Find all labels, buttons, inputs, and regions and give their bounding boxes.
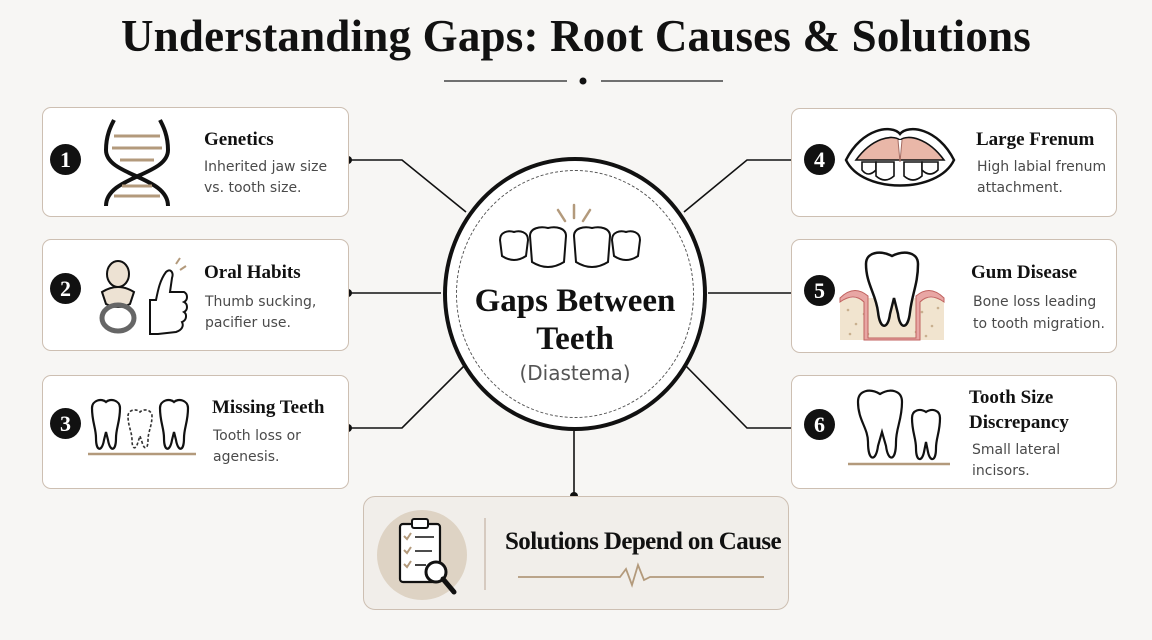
teeth-gap-icon bbox=[498, 203, 642, 268]
cause-card-missing-teeth bbox=[42, 375, 349, 489]
frenum-mouth-icon bbox=[844, 127, 956, 187]
title-divider bbox=[444, 77, 723, 85]
cause-title-gum-disease: Gum Disease bbox=[971, 262, 1078, 283]
heartbeat-line-icon bbox=[518, 562, 764, 588]
cause-title-tooth-size-2: Discrepancy bbox=[969, 412, 1069, 433]
center-title-line-1: Gaps Between bbox=[474, 283, 676, 319]
missing-tooth-icon bbox=[88, 398, 196, 456]
page-title: Understanding Gaps: Root Causes & Soluti… bbox=[120, 11, 1032, 61]
cause-desc-missing-teeth-2: agenesis. bbox=[213, 449, 280, 465]
dna-icon bbox=[103, 119, 171, 207]
cause-number-1: 1 bbox=[50, 144, 81, 175]
cause-desc-gum-disease-2: to tooth migration. bbox=[973, 316, 1105, 332]
cause-number-6: 6 bbox=[804, 409, 835, 440]
pacifier-thumb-icon bbox=[99, 257, 188, 335]
solutions-label: Solutions Depend on Cause bbox=[505, 528, 782, 555]
cause-desc-large-frenum-2: attachment. bbox=[977, 180, 1063, 196]
cause-title-large-frenum: Large Frenum bbox=[976, 129, 1095, 150]
cause-title-genetics: Genetics bbox=[204, 129, 274, 150]
center-subtitle: (Diastema) bbox=[519, 361, 631, 385]
cause-title-missing-teeth: Missing Teeth bbox=[212, 397, 325, 418]
gum-disease-tooth-icon bbox=[839, 251, 945, 341]
cause-number-3: 3 bbox=[50, 408, 81, 439]
cause-desc-oral-habits-2: pacifier use. bbox=[205, 315, 291, 331]
cause-number-4: 4 bbox=[804, 144, 835, 175]
center-title-line-2: Teeth bbox=[536, 321, 614, 357]
cause-number-2: 2 bbox=[50, 273, 81, 304]
cause-desc-genetics-1: Inherited jaw size bbox=[204, 159, 328, 175]
solutions-separator bbox=[484, 518, 486, 590]
cause-desc-gum-disease-1: Bone loss leading bbox=[973, 294, 1097, 310]
cause-desc-large-frenum-1: High labial frenum bbox=[977, 159, 1107, 175]
cause-card-oral-habits bbox=[42, 239, 349, 351]
cause-title-oral-habits: Oral Habits bbox=[204, 262, 301, 283]
cause-desc-oral-habits-1: Thumb sucking, bbox=[205, 294, 317, 310]
cause-card-tooth-size bbox=[791, 375, 1117, 489]
cause-title-tooth-size-1: Tooth Size bbox=[969, 387, 1054, 408]
clipboard-magnifier-icon bbox=[377, 510, 467, 600]
center-inner-ring bbox=[456, 170, 694, 418]
cause-desc-genetics-2: vs. tooth size. bbox=[204, 180, 302, 196]
tooth-size-icon bbox=[848, 389, 950, 466]
cause-desc-tooth-size-1: Small lateral bbox=[972, 442, 1061, 458]
cause-number-5: 5 bbox=[804, 275, 835, 306]
cause-desc-missing-teeth-1: Tooth loss or bbox=[213, 428, 301, 444]
cause-card-genetics bbox=[42, 107, 349, 217]
center-title: Gaps Between Teeth bbox=[443, 282, 707, 358]
cause-desc-tooth-size-2: incisors. bbox=[972, 463, 1030, 479]
